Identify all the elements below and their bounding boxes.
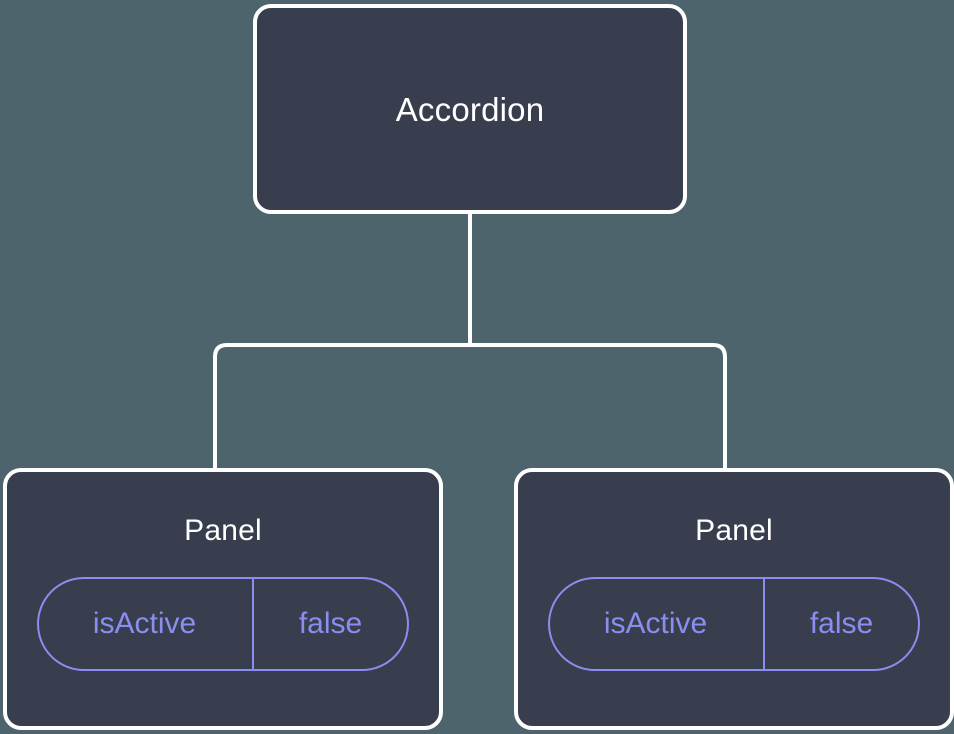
prop-key-right: isActive <box>603 607 708 640</box>
node-accordion[interactable]: Accordion <box>253 4 687 214</box>
prop-value-right: false <box>763 579 918 669</box>
prop-key-left: isActive <box>92 607 197 640</box>
node-accordion-label: Accordion <box>395 90 545 128</box>
node-panel-right-label: Panel <box>695 514 773 547</box>
prop-pill-left[interactable]: isActive false <box>37 577 409 671</box>
edge-to-panel-right <box>470 343 727 470</box>
prop-value-left: false <box>252 579 407 669</box>
edge-to-panel-left <box>213 343 470 470</box>
node-panel-left-label: Panel <box>184 514 262 547</box>
prop-pill-right[interactable]: isActive false <box>548 577 920 671</box>
node-panel-left[interactable]: Panel isActive false <box>3 468 443 730</box>
node-panel-right[interactable]: Panel isActive false <box>514 468 954 730</box>
